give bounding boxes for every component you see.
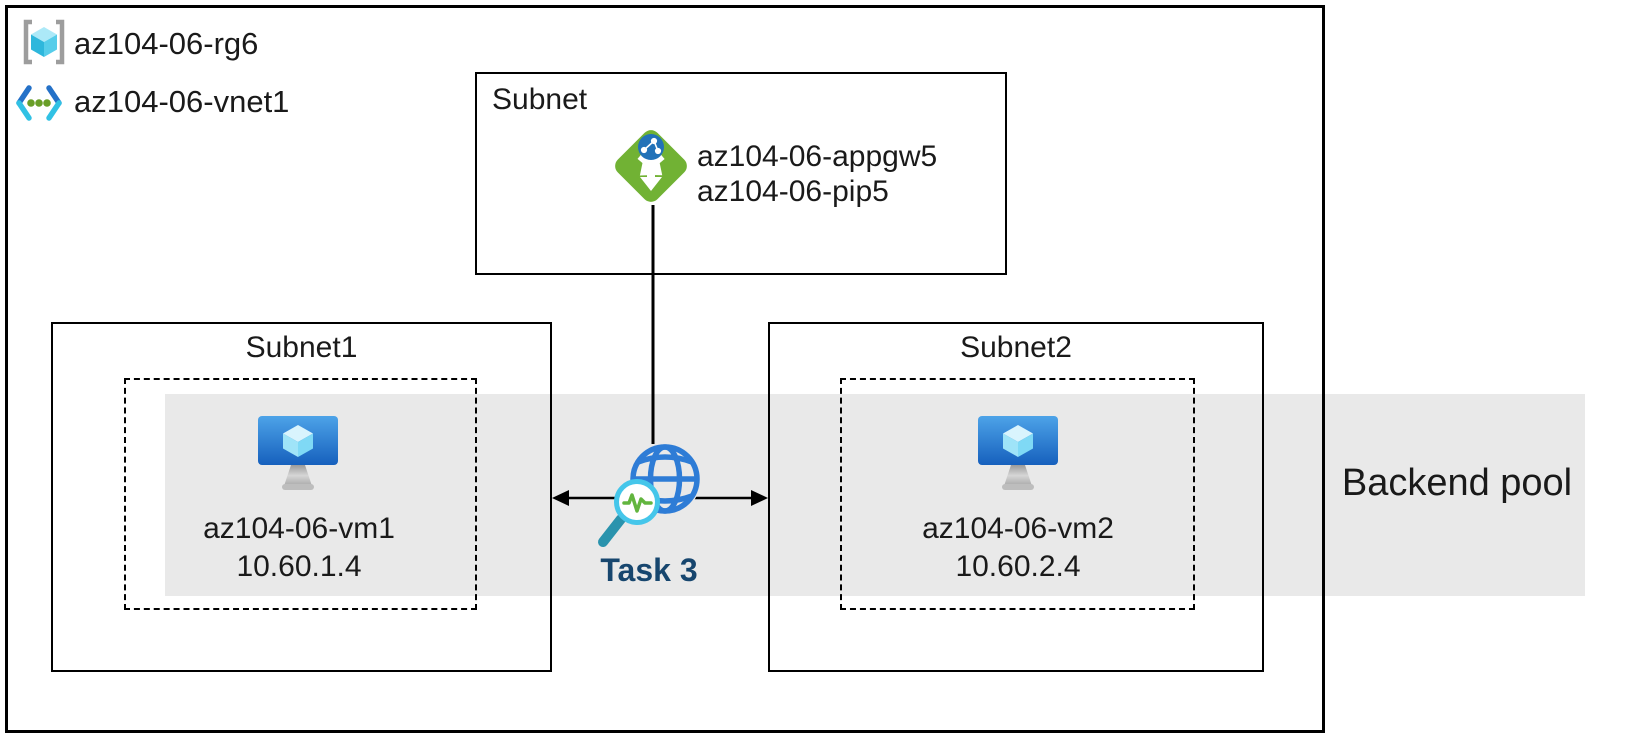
subnet2-backend-dashed-box bbox=[840, 378, 1195, 610]
resource-group-label: az104-06-rg6 bbox=[74, 26, 259, 61]
appgw-name: az104-06-appgw5 bbox=[697, 140, 938, 173]
vm2-ip: 10.60.2.4 bbox=[955, 550, 1081, 583]
vm-icon bbox=[254, 412, 342, 494]
vm2-name: az104-06-vm2 bbox=[922, 512, 1114, 545]
gateway-subnet-box bbox=[475, 72, 1007, 275]
vnet-label: az104-06-vnet1 bbox=[74, 84, 290, 119]
app-gateway-icon bbox=[606, 121, 696, 211]
gateway-names: az104-06-appgw5 az104-06-pip5 bbox=[697, 139, 937, 209]
vm1-text: az104-06-vm1 10.60.1.4 bbox=[159, 510, 439, 586]
backend-pool-band bbox=[165, 394, 1585, 596]
vm1-name: az104-06-vm1 bbox=[203, 512, 395, 545]
pip-name: az104-06-pip5 bbox=[697, 175, 889, 208]
subnet2-box bbox=[768, 322, 1264, 672]
gateway-subnet-title: Subnet bbox=[492, 83, 588, 116]
subnet1-box bbox=[51, 322, 552, 672]
resource-group-icon bbox=[20, 19, 68, 65]
vm1-ip: 10.60.1.4 bbox=[236, 550, 362, 583]
task-label: Task 3 bbox=[600, 552, 698, 588]
subnet1-title: Subnet1 bbox=[245, 331, 358, 364]
vnet-icon bbox=[14, 84, 64, 122]
vnet-boundary-box bbox=[5, 5, 1325, 733]
vm2-text: az104-06-vm2 10.60.2.4 bbox=[878, 510, 1158, 586]
subnet1-backend-dashed-box bbox=[124, 378, 477, 610]
backend-pool-label: Backend pool bbox=[1341, 462, 1573, 504]
vm-icon bbox=[974, 412, 1062, 494]
subnet2-title: Subnet2 bbox=[960, 331, 1072, 364]
